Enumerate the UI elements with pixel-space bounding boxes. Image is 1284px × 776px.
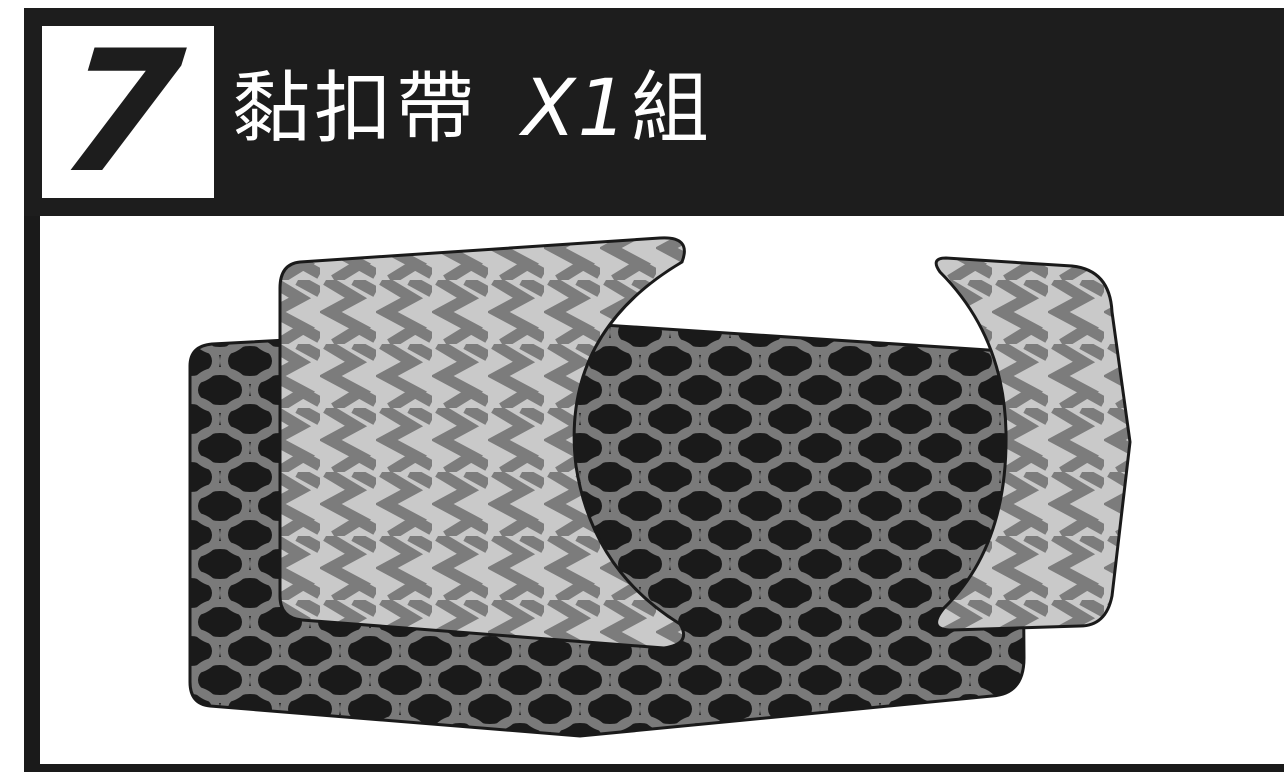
step-number: 7 — [53, 14, 191, 210]
item-quantity: X1 — [522, 64, 630, 154]
hook-strip-left — [278, 236, 686, 650]
velcro-illustration — [40, 216, 1284, 764]
hook-strip-right — [934, 256, 1132, 632]
step-title: 黏扣帶 X1 組 — [232, 54, 709, 164]
step-number-box: 7 — [42, 14, 214, 210]
item-name: 黏扣帶 — [232, 64, 479, 154]
item-unit: 組 — [631, 64, 710, 154]
velcro-strip-drawing — [188, 236, 1132, 738]
step-header — [24, 8, 1284, 216]
